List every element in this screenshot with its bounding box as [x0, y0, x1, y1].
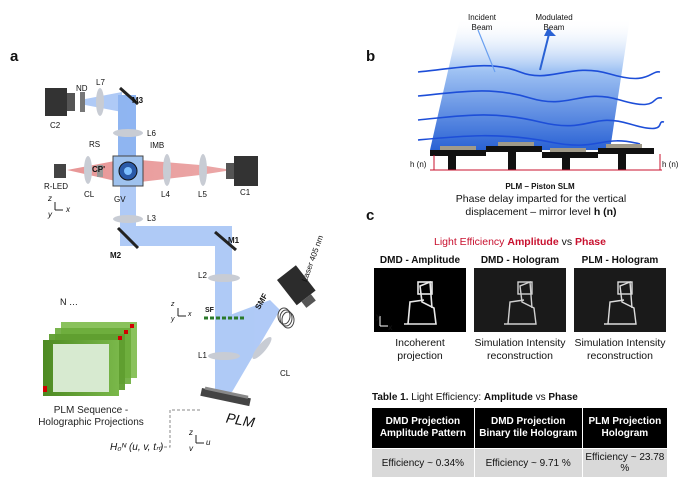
slm-caption: Phase delay imparted for the vertical di…: [455, 193, 627, 218]
label-nd: ND: [76, 84, 88, 93]
label-l7: L7: [96, 78, 105, 87]
plm-piston-slm-label: PLM – Piston SLM: [505, 182, 575, 191]
label-c2: C2: [50, 121, 61, 130]
label-m1: M1: [228, 236, 240, 245]
lens-l7: [96, 88, 104, 116]
mirror-m1: [214, 230, 237, 252]
optical-setup-diagram: [43, 86, 316, 448]
efficiency-dmd-hologram: Efficiency ~ 9.71 %: [474, 448, 583, 477]
h-label-right: h (n): [662, 160, 679, 169]
camera-c1: [234, 156, 258, 186]
caption-simulation-dmd: Simulation Intensity reconstruction: [474, 337, 566, 362]
lens-l4: [163, 154, 171, 186]
axis-z-sf: z: [171, 301, 175, 308]
lens-l3: [113, 215, 143, 223]
label-sf: SF: [205, 307, 214, 314]
axis-y-sf: y: [171, 316, 175, 323]
sequence-caption: PLM Sequence - Holographic Projections: [38, 405, 144, 428]
caption-simulation-plm: Simulation Intensity reconstruction: [574, 337, 666, 362]
axis-x-sf: x: [188, 311, 192, 318]
axes-plm: [195, 435, 204, 444]
column-header-dmd-amplitude: DMD - Amplitude: [379, 255, 461, 266]
fiber-coil: [277, 307, 295, 329]
label-cl-right: CL: [280, 369, 291, 378]
lens-cl-left: [84, 156, 92, 184]
panel-label-a: a: [10, 48, 19, 65]
label-imb: IMB: [150, 141, 165, 150]
lens-l1: [208, 352, 240, 360]
hologram-stack: [43, 322, 137, 396]
camera-c2: [45, 88, 67, 116]
axis-z-top: z: [48, 194, 52, 203]
label-l4: L4: [161, 190, 170, 199]
r-led-source: [54, 164, 66, 178]
lens-l2: [208, 274, 240, 282]
red-beam-path: [67, 160, 232, 182]
dmd-amplitude-image: [374, 268, 466, 332]
label-cl-left: CL: [84, 190, 95, 199]
efficiency-plm-hologram: Efficiency ~ 23.78 %: [582, 448, 669, 477]
axes-sf: [177, 308, 186, 317]
lens-cl-right: [252, 336, 272, 360]
axis-x-image: x: [388, 323, 393, 332]
blue-beam-upper: [118, 95, 136, 160]
column-header-dmd-hologram: DMD - Hologram: [480, 255, 560, 266]
label-r-led: R-LED: [44, 182, 69, 191]
table-header-dmd-hologram: DMD Projection Binary tile Hologram: [474, 408, 583, 449]
efficiency-table: DMD Projection Amplitude Pattern DMD Pro…: [372, 408, 669, 477]
label-m2: M2: [110, 251, 122, 260]
label-m3: M3: [132, 96, 144, 105]
piston-slm-diagram: [417, 18, 665, 171]
label-c1: C1: [240, 188, 251, 197]
hologram-formula: H₀ᴺ (u, v, tₙ): [110, 442, 164, 453]
efficiency-dmd-amplitude: Efficiency ~ 0.34%: [372, 448, 475, 477]
modulated-beam-label: Modulated Beam: [535, 13, 573, 32]
plm-device: [200, 386, 251, 407]
slm-mirror-row: [430, 146, 654, 170]
label-l6: L6: [147, 129, 156, 138]
panel-label-c: c: [366, 207, 375, 224]
caption-incoherent: Incoherent projection: [395, 337, 445, 362]
label-l3: L3: [147, 214, 156, 223]
dmd-hologram-image: [474, 268, 566, 332]
nd-filter: [80, 92, 85, 112]
laser-source: [276, 265, 316, 308]
label-l5: L5: [198, 190, 207, 199]
column-header-plm-hologram: PLM - Hologram: [581, 255, 659, 266]
table-header-plm-hologram: PLM Projection Hologram: [582, 408, 669, 449]
axis-x-top: x: [66, 205, 70, 214]
incident-beam-label: Incident Beam: [467, 13, 497, 32]
mirror-m2: [116, 226, 140, 250]
mirror-m3: [119, 86, 139, 106]
axis-y-top: y: [48, 210, 52, 219]
axis-v-plm: v: [189, 444, 193, 453]
h-label-left: h (n): [410, 160, 427, 169]
comparison-title: Light Efficiency Amplitude vs Phase: [434, 236, 606, 248]
axis-z-plm: z: [189, 428, 193, 437]
table-header-dmd-amplitude: DMD Projection Amplitude Pattern: [372, 408, 475, 449]
label-l2: L2: [198, 271, 207, 280]
axes-top-left: [54, 202, 63, 211]
plm-hologram-image: [574, 268, 666, 332]
axis-u-plm: u: [206, 438, 211, 447]
lens-l6: [113, 129, 143, 137]
label-l1: L1: [198, 351, 207, 360]
feedback-dashed-line: [160, 409, 200, 448]
lens-l5: [199, 154, 207, 186]
sequence-n-label: N …: [60, 297, 79, 307]
label-cp: CP': [92, 165, 106, 174]
label-rs: RS: [89, 140, 101, 149]
table-caption: Table 1. Light Efficiency: Amplitude vs …: [372, 392, 578, 403]
label-gv: GV: [114, 195, 126, 204]
panel-label-b: b: [366, 48, 376, 65]
axis-y-image: y: [376, 312, 381, 321]
